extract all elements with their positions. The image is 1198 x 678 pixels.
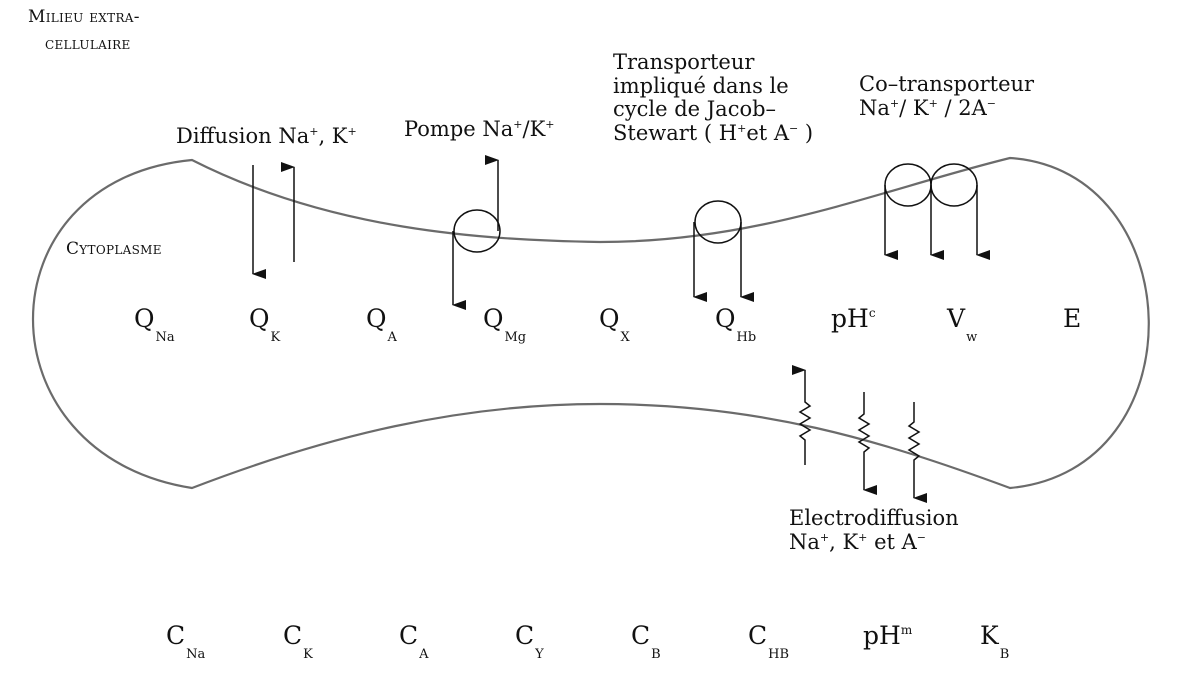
var-c-k: CK <box>283 621 313 662</box>
cotransporter-circle-2 <box>930 163 978 207</box>
var-v-w: Vw <box>947 304 978 345</box>
var-e: E <box>1063 304 1082 333</box>
cotransporter-circle-1 <box>884 163 932 207</box>
extracellular-label-line1: Milieu extra- <box>28 7 140 27</box>
electrodiffusion-arrow-1 <box>792 365 812 465</box>
var-c-na: CNa <box>166 621 206 662</box>
var-q-k: QK <box>249 304 281 345</box>
var-c-a: CA <box>399 621 429 662</box>
var-q-x: QX <box>599 304 630 345</box>
cotransporter-label: Co–transporteur Na+/ K+ / 2A− <box>859 72 1035 120</box>
var-q-a: QA <box>366 304 397 345</box>
var-k-b: KB <box>980 621 1010 662</box>
pump-circle <box>453 209 501 253</box>
var-c-b: CB <box>631 621 661 662</box>
cell-membrane <box>32 156 1150 490</box>
electrodiffusion-arrow-2 <box>857 392 877 495</box>
var-c-hb: CHB <box>748 621 790 662</box>
var-ph-m: pHm <box>863 621 913 650</box>
electrodiffusion-arrow-3 <box>907 402 927 503</box>
var-c-y: CY <box>515 621 544 662</box>
transporter-label: Transporteur impliqué dans le cycle de J… <box>613 50 814 145</box>
var-q-mg: QMg <box>483 304 527 345</box>
extracellular-label-line2: cellulaire <box>45 34 131 54</box>
transporter-circle <box>694 200 742 244</box>
cytoplasm-label: Cytoplasme <box>66 239 162 259</box>
var-ph-c: pHc <box>831 304 876 333</box>
electrodiffusion-label: Electrodiffusion Na+, K+ et A− <box>789 506 959 554</box>
var-q-hb: QHb <box>715 304 757 345</box>
var-q-na: QNa <box>134 304 175 345</box>
pump-label: Pompe Na+/K+ <box>404 117 555 141</box>
diffusion-label: Diffusion Na+, K+ <box>176 124 357 148</box>
